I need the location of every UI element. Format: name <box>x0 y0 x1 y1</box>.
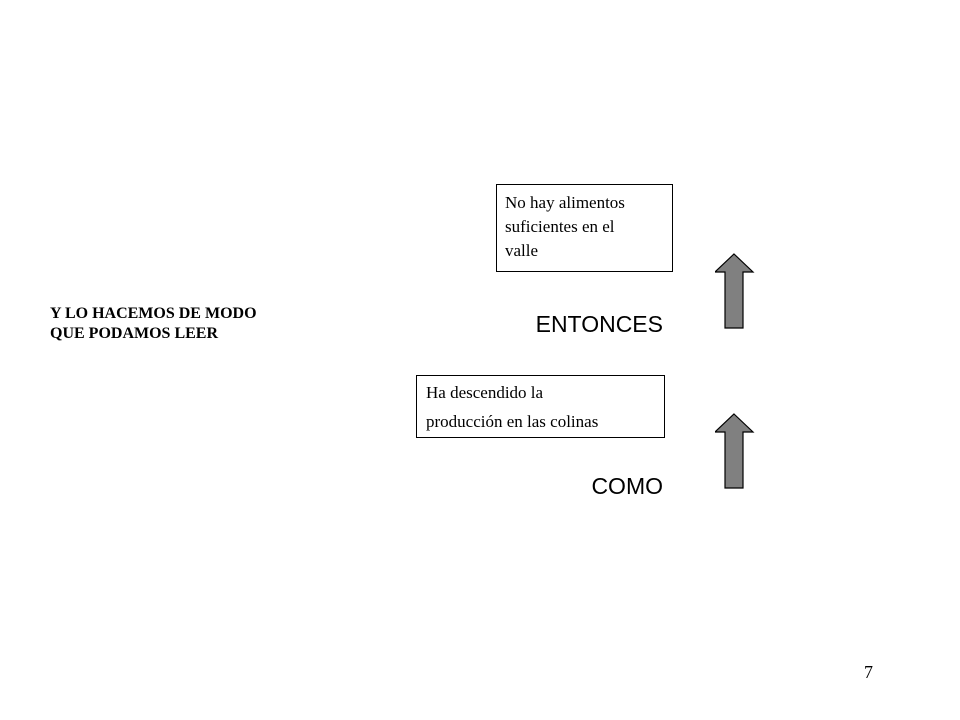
consequence-line-2: suficientes en el <box>505 217 615 236</box>
page-number: 7 <box>864 662 873 682</box>
cause-line-2: producción en las colinas <box>426 412 599 431</box>
connector-entonces: ENTONCES <box>535 311 663 337</box>
up-arrow-bottom-shape <box>715 413 755 489</box>
connector-como: COMO <box>591 473 663 499</box>
side-caption-line-1: Y LO HACEMOS DE MODO <box>50 305 257 322</box>
consequence-box: No hay alimentos suficientes en el valle <box>496 184 673 272</box>
up-arrow-icon <box>715 413 755 489</box>
side-caption: Y LO HACEMOS DE MODO QUE PODAMOS LEER <box>50 304 257 344</box>
cause-line-1: Ha descendido la <box>426 383 544 402</box>
consequence-line-3: valle <box>505 241 539 260</box>
up-arrow-icon <box>715 253 755 329</box>
consequence-line-1: No hay alimentos <box>505 193 625 212</box>
side-caption-line-2: QUE PODAMOS LEER <box>50 325 219 342</box>
cause-box: Ha descendido la producción en las colin… <box>416 375 665 438</box>
up-arrow-top-shape <box>715 253 755 329</box>
